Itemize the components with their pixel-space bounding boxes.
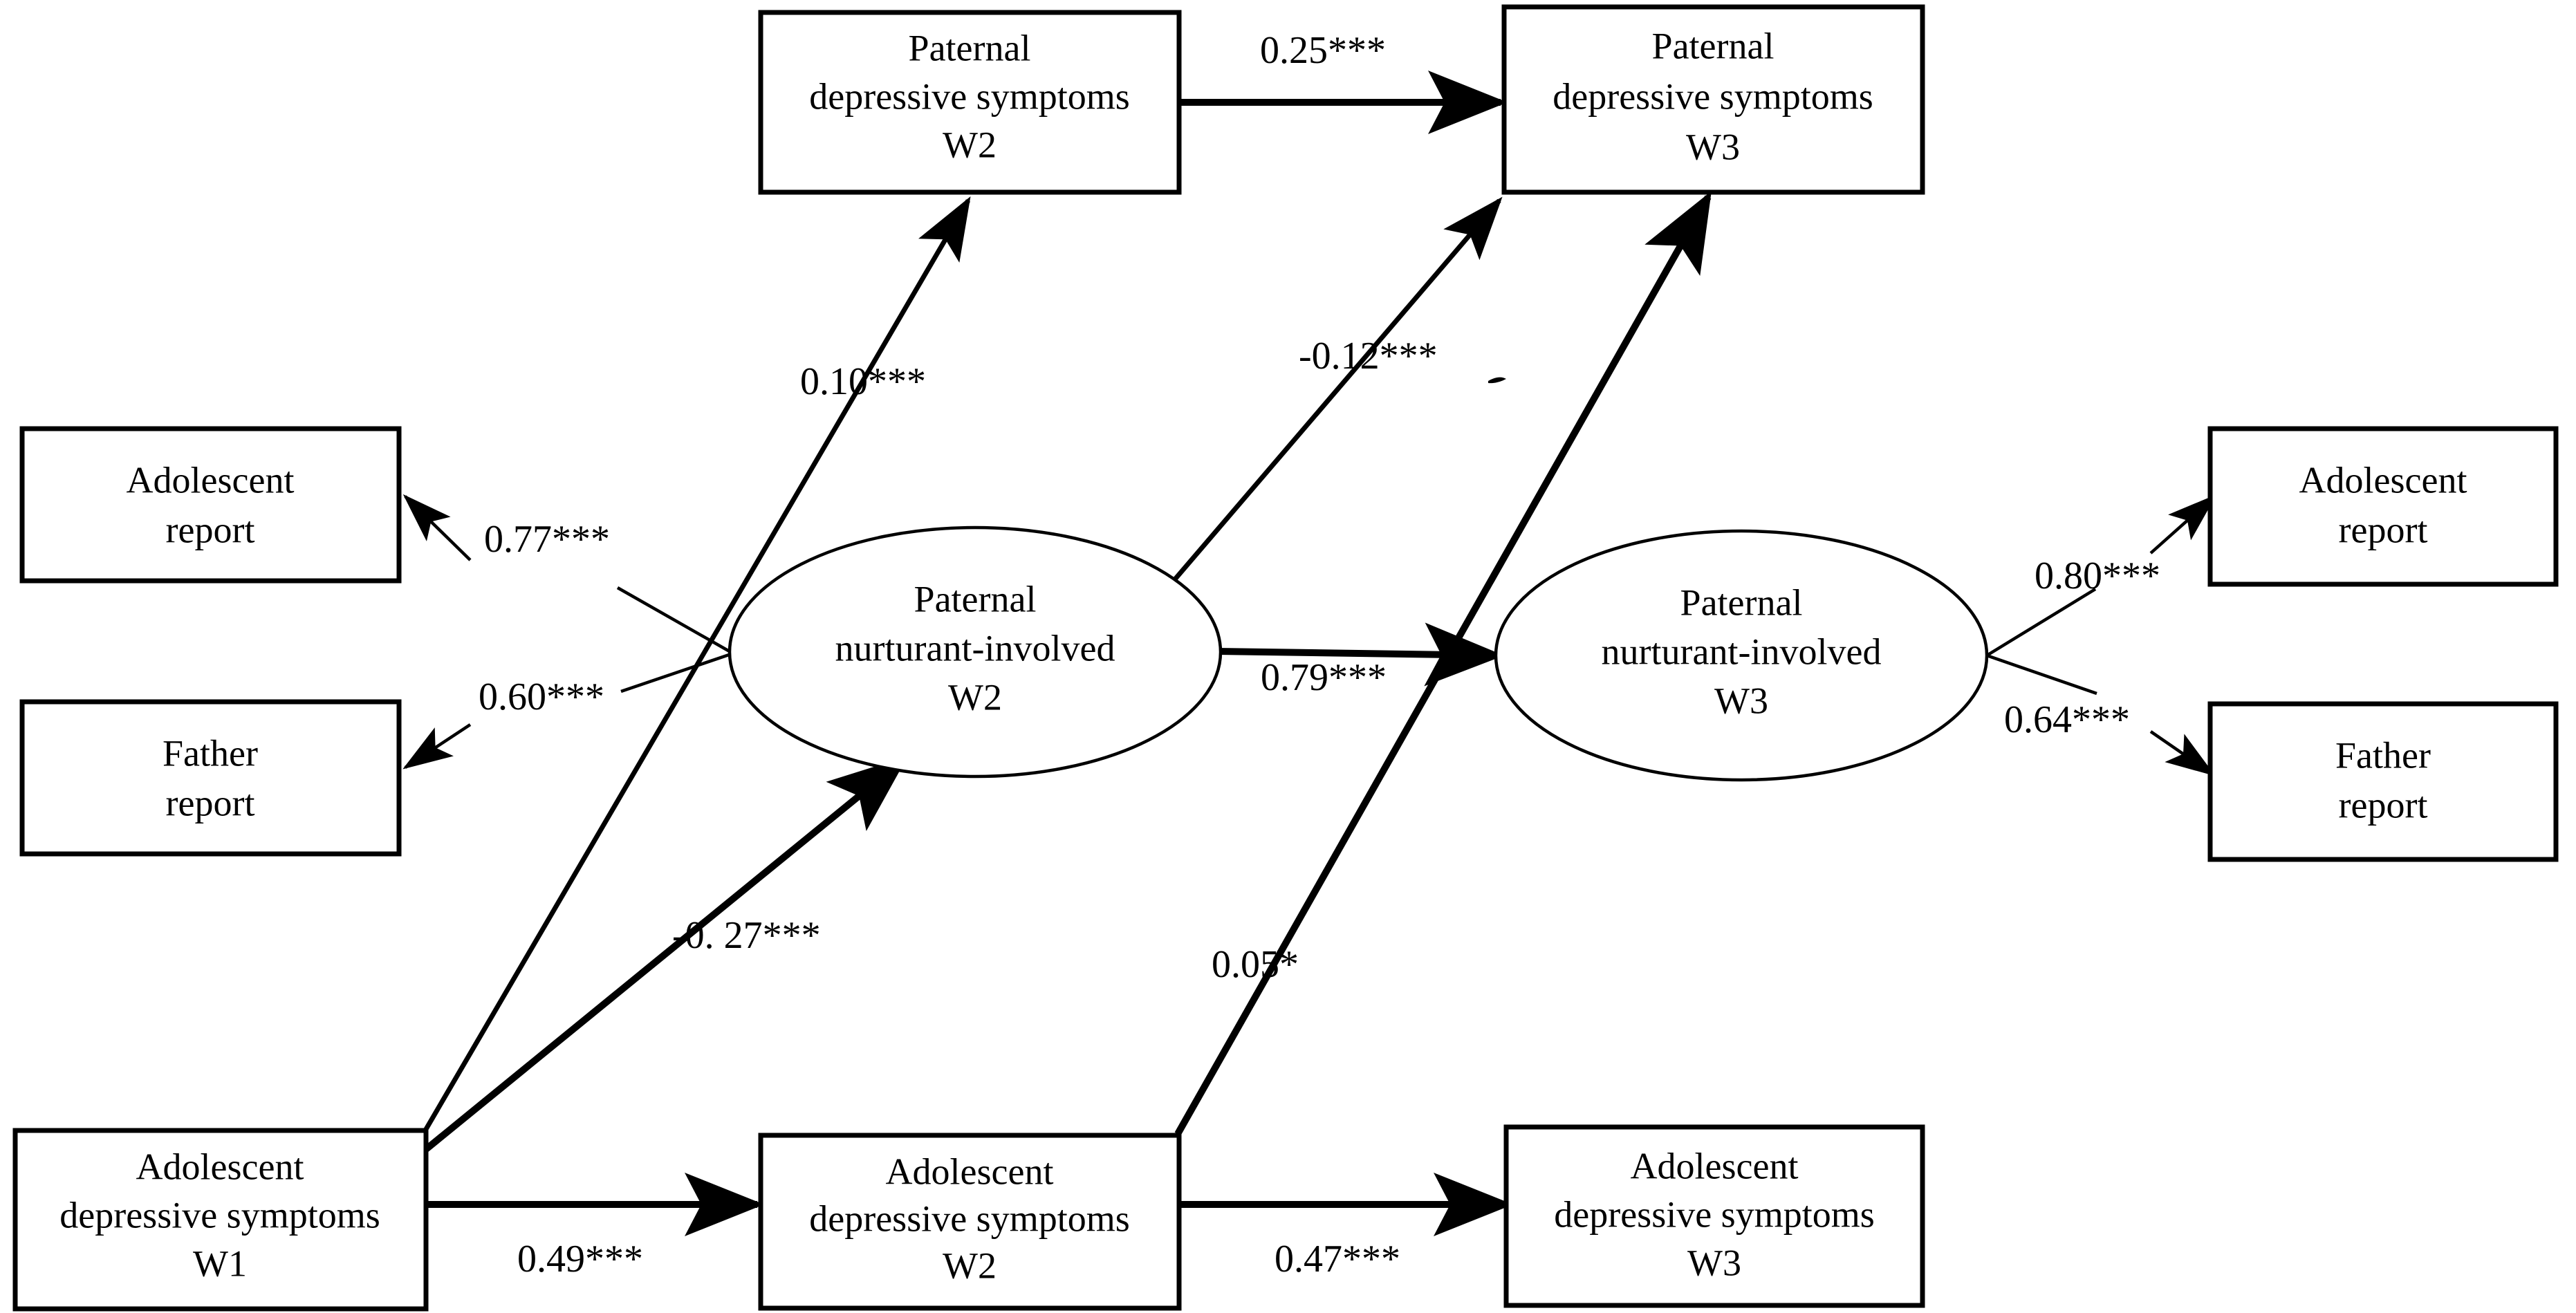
- stray-ink-mark: [1488, 377, 1506, 384]
- label-pat-nurt-w2-to-w3: 0.79***: [1261, 656, 1387, 699]
- label-adol-dep-w2-to-w3: 0.47***: [1275, 1238, 1400, 1281]
- node-father-report-right-line2: report: [2339, 784, 2428, 826]
- edge-pat-nurt-w3-loading-adolescent: [1985, 588, 2097, 657]
- node-adolescent-report-left-line1: Adolescent: [127, 459, 295, 501]
- edge-pat-nurt-w3-loading-father: [1986, 653, 2097, 696]
- label-father-report-left-loading: 0.60***: [479, 676, 604, 718]
- node-paternal-nurturant-w3-line1: Paternal: [1680, 581, 1803, 623]
- edge-pat-nurt-w2-loading-father: [620, 651, 734, 693]
- node-adolescent-depressive-w1-line1: Adolescent: [136, 1146, 304, 1187]
- node-father-report-right: Father report: [2207, 701, 2559, 862]
- label-adolescent-report-left-loading: 0.77***: [484, 518, 610, 561]
- node-adolescent-depressive-w1-line2: depressive symptoms: [59, 1194, 380, 1236]
- node-adolescent-depressive-w2-line3: W2: [943, 1245, 997, 1286]
- node-paternal-nurturant-w2: Paternal nurturant-involved W2: [728, 525, 1223, 779]
- arrow-to-father-report-right: [2149, 730, 2216, 776]
- label-adol-dep-w1-to-w2: 0.49***: [517, 1238, 643, 1281]
- node-adolescent-report-left: Adolescent report: [19, 426, 402, 584]
- node-paternal-nurturant-w3: Paternal nurturant-involved W3: [1494, 529, 1989, 782]
- node-paternal-nurturant-w2-line2: nurturant-involved: [835, 627, 1115, 669]
- arrow-to-adolescent-report-right: [2149, 494, 2217, 555]
- edge-adol-dep-w1-to-pat-nurt-w2: [423, 756, 908, 1153]
- node-adolescent-depressive-w2-line2: depressive symptoms: [809, 1198, 1129, 1239]
- node-adolescent-depressive-w3-line3: W3: [1687, 1242, 1741, 1283]
- node-adolescent-depressive-w3-line1: Adolescent: [1631, 1145, 1799, 1186]
- node-father-report-left-line1: Father: [163, 732, 258, 774]
- node-paternal-depressive-w2: Paternal depressive symptoms W2: [758, 10, 1182, 195]
- edge-pat-nurt-w2-loading-adolescent: [616, 586, 734, 655]
- node-adolescent-report-right-line1: Adolescent: [2299, 459, 2467, 501]
- label-adol-dep-w2-to-pat-dep-w3: 0.05*: [1212, 943, 1299, 986]
- node-adolescent-report-left-line2: report: [166, 509, 255, 550]
- node-paternal-depressive-w3-line3: W3: [1686, 126, 1740, 167]
- node-paternal-depressive-w2-line3: W2: [943, 124, 997, 165]
- node-adolescent-depressive-w3-line2: depressive symptoms: [1554, 1193, 1874, 1235]
- node-father-report-left: Father report: [19, 699, 402, 857]
- node-paternal-depressive-w2-line2: depressive symptoms: [809, 75, 1129, 117]
- node-father-report-left-line2: report: [166, 782, 255, 823]
- label-pat-dep-w2-to-w3: 0.25***: [1260, 29, 1386, 72]
- node-paternal-nurturant-w2-line3: W2: [948, 676, 1002, 718]
- label-father-report-right-loading: 0.64***: [2004, 698, 2130, 741]
- label-adol-dep-w1-to-pat-dep-w2: 0.10***: [800, 360, 926, 403]
- node-paternal-depressive-w2-line1: Paternal: [909, 27, 1031, 68]
- node-paternal-depressive-w3: Paternal depressive symptoms W3: [1501, 4, 1925, 195]
- node-adolescent-report-right: Adolescent report: [2207, 426, 2559, 587]
- node-adolescent-depressive-w2-line1: Adolescent: [886, 1151, 1054, 1192]
- node-paternal-depressive-w3-line1: Paternal: [1652, 25, 1775, 66]
- arrow-to-adolescent-report-left: [402, 494, 472, 561]
- label-pat-nurt-w2-to-pat-dep-w3: -0.12***: [1299, 335, 1438, 378]
- label-adol-dep-w1-to-pat-nurt-w2: -0. 27***: [672, 914, 821, 957]
- node-paternal-nurturant-w3-line2: nurturant-involved: [1602, 631, 1882, 672]
- node-adolescent-depressive-w1: Adolescent depressive symptoms W1: [12, 1128, 429, 1312]
- node-father-report-right-line1: Father: [2335, 734, 2431, 776]
- node-adolescent-depressive-w3: Adolescent depressive symptoms W3: [1503, 1124, 1925, 1308]
- edge-pat-nurt-w2-to-pat-dep-w3: [1160, 196, 1503, 597]
- arrow-to-father-report-left: [402, 723, 472, 770]
- node-adolescent-depressive-w1-line3: W1: [193, 1242, 247, 1284]
- node-paternal-depressive-w3-line2: depressive symptoms: [1553, 75, 1873, 117]
- edge-pat-nurt-w2-to-w3: [1216, 622, 1504, 687]
- node-adolescent-depressive-w2: Adolescent depressive symptoms W2: [758, 1133, 1182, 1311]
- label-adolescent-report-right-loading: 0.80***: [2035, 555, 2160, 597]
- node-paternal-nurturant-w3-line3: W3: [1714, 680, 1768, 721]
- node-adolescent-report-right-line2: report: [2339, 509, 2428, 550]
- node-paternal-nurturant-w2-line1: Paternal: [914, 578, 1037, 620]
